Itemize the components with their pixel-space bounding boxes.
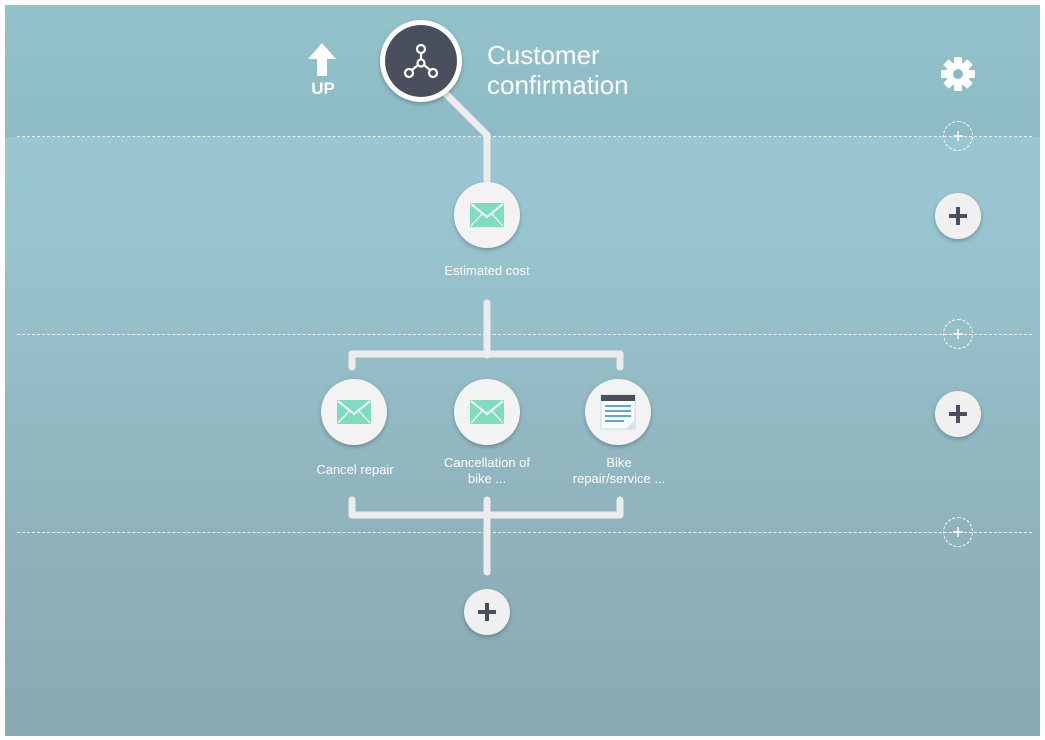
workflow-icon <box>403 43 439 79</box>
step-label: Estimated cost <box>444 263 530 278</box>
up-arrow-icon <box>308 43 336 76</box>
plus-icon <box>953 131 963 141</box>
form-icon <box>600 394 636 430</box>
mail-icon <box>470 400 504 424</box>
gear-icon <box>941 57 975 91</box>
title-line-1: Customer <box>487 40 600 70</box>
insert-lane-button[interactable] <box>943 121 973 151</box>
step-node-cancellation-of-bike[interactable] <box>454 379 520 445</box>
insert-lane-button[interactable] <box>943 517 973 547</box>
lane-divider <box>17 532 1032 533</box>
up-label: UP <box>311 79 335 98</box>
mail-icon <box>337 400 371 424</box>
title-line-2: confirmation <box>487 70 629 100</box>
root-workflow-node[interactable] <box>380 20 462 102</box>
add-lane-step-button[interactable] <box>935 391 981 437</box>
settings-button[interactable] <box>938 54 978 94</box>
step-label-line-2: bike ... <box>467 471 507 486</box>
connector-lines <box>348 71 624 576</box>
step-label-line-2: repair/service ... <box>572 471 666 486</box>
insert-lane-button[interactable] <box>943 319 973 349</box>
add-step-button[interactable] <box>464 589 510 635</box>
step-label: Bike repair/service ... <box>549 455 689 487</box>
step-node-estimated-cost[interactable] <box>454 182 520 248</box>
mail-icon <box>470 203 504 227</box>
lane-divider <box>17 334 1032 335</box>
plus-icon <box>949 207 967 225</box>
step-node-bike-repair-service[interactable] <box>585 379 651 445</box>
add-lane-step-button[interactable] <box>935 193 981 239</box>
up-button[interactable]: UP <box>303 41 343 101</box>
header-band <box>5 5 1040 137</box>
step-label: Cancellation of bike ... <box>417 455 557 487</box>
plus-icon <box>953 329 963 339</box>
step-label-line-1: Cancellation of <box>444 455 530 470</box>
workflow-canvas: UP Customer confirmation <box>5 5 1040 736</box>
plus-icon <box>478 603 496 621</box>
step-label-line-1: Bike <box>606 455 632 470</box>
page-title: Customer confirmation <box>487 40 629 100</box>
plus-icon <box>953 527 963 537</box>
lane-divider <box>17 136 1032 137</box>
step-node-cancel-repair[interactable] <box>321 379 387 445</box>
step-label: Cancel repair <box>316 462 394 477</box>
plus-icon <box>949 405 967 423</box>
